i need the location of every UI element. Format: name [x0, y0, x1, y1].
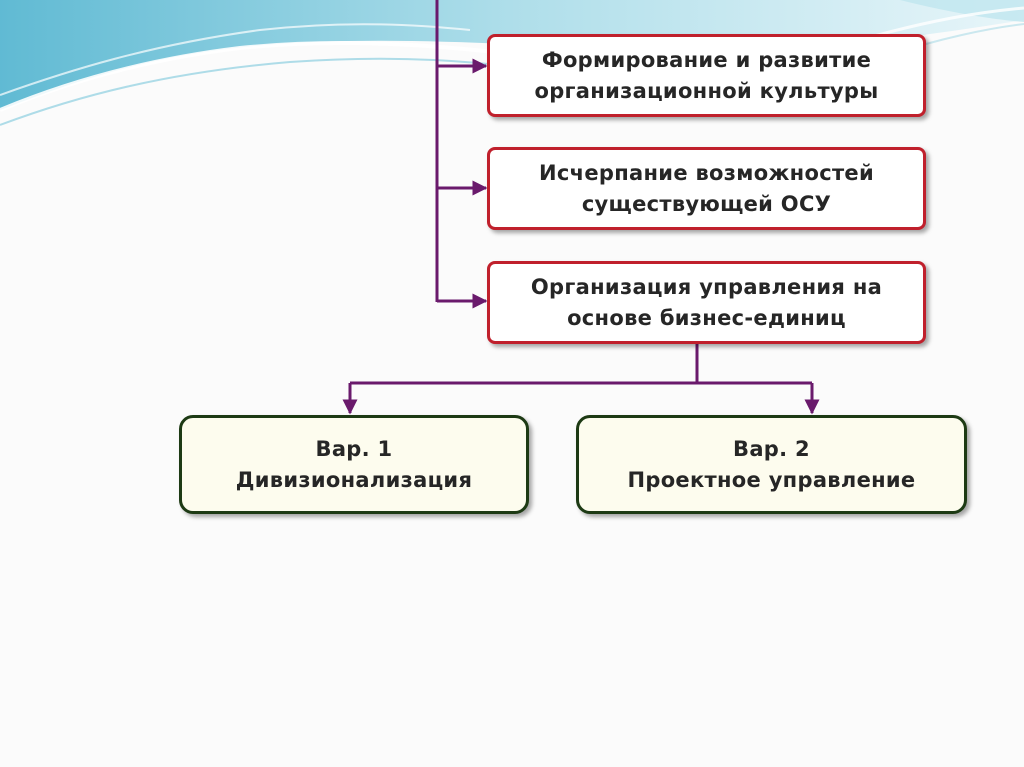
box-3-line-1: Организация управления на	[530, 274, 883, 299]
variant-1-label: Вар. 1	[315, 436, 393, 461]
box-organizational-culture: Формирование и развитие организационной …	[487, 34, 926, 117]
box-1-line-2: организационной культуры	[534, 78, 879, 103]
variant-2-name: Проектное управление	[627, 467, 916, 492]
box-variant-project-management: Вар. 2 Проектное управление	[576, 415, 967, 514]
variant-2-label: Вар. 2	[733, 436, 810, 461]
box-2-line-1: Исчерпание возможностей	[539, 160, 874, 185]
box-3-line-2: основе бизнес-единиц	[567, 305, 846, 330]
box-business-units: Организация управления на основе бизнес-…	[487, 261, 926, 344]
box-variant-divisionalization: Вар. 1 Дивизионализация	[179, 415, 529, 514]
box-2-line-2: существующей ОСУ	[581, 191, 832, 216]
box-exhausted-osu: Исчерпание возможностей существующей ОСУ	[487, 147, 926, 230]
variant-1-name: Дивизионализация	[235, 467, 473, 492]
box-1-line-1: Формирование и развитие	[541, 47, 872, 72]
